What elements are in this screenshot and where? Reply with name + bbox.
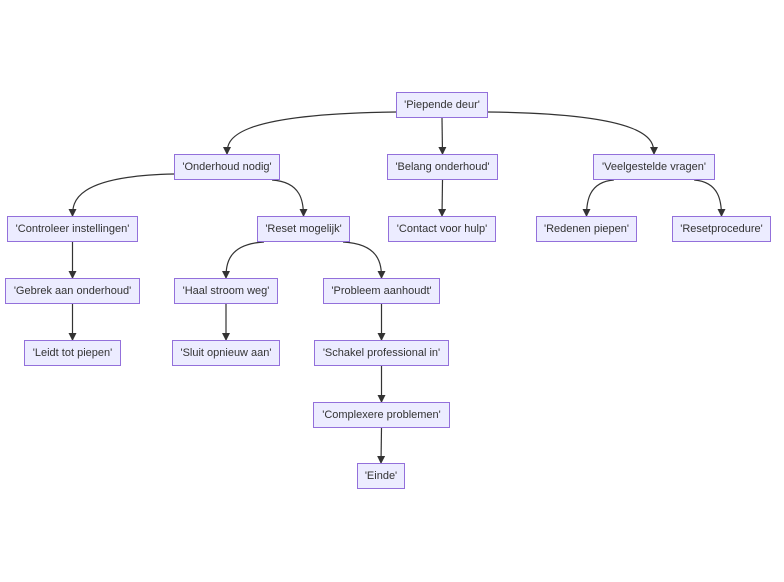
node-schakel-professional-in: 'Schakel professional in' xyxy=(314,340,449,366)
node-redenen-piepen: 'Redenen piepen' xyxy=(536,216,637,242)
node-leidt-tot-piepen: 'Leidt tot piepen' xyxy=(24,340,121,366)
edge-veelgestelde-vragen-to-redenen-piepen xyxy=(582,179,614,217)
node-controleer-instellingen: 'Controleer instellingen' xyxy=(7,216,138,242)
edge-piepende-deur-to-onderhoud-nodig xyxy=(223,111,397,155)
node-gebrek-aan-onderhoud: 'Gebrek aan onderhoud' xyxy=(5,278,140,304)
edge-piepende-deur-to-veelgestelde-vragen xyxy=(487,111,658,155)
edge-onderhoud-nodig-to-reset-mogelijk xyxy=(272,179,308,217)
node-sluit-opnieuw-aan: 'Sluit opnieuw aan' xyxy=(172,340,280,366)
edge-piepende-deur-to-belang-onderhoud xyxy=(438,117,447,155)
node-haal-stroom-weg: 'Haal stroom weg' xyxy=(174,278,278,304)
node-contact-voor-hulp: 'Contact voor hulp' xyxy=(388,216,496,242)
edge-reset-mogelijk-to-probleem-aanhoudt xyxy=(342,241,386,279)
node-probleem-aanhoudt: 'Probleem aanhoudt' xyxy=(323,278,440,304)
node-veelgestelde-vragen: 'Veelgestelde vragen' xyxy=(593,154,715,180)
node-complexere-problemen: 'Complexere problemen' xyxy=(313,402,450,428)
node-onderhoud-nodig: 'Onderhoud nodig' xyxy=(174,154,280,180)
edge-onderhoud-nodig-to-controleer-instellingen xyxy=(68,173,175,217)
node-reset-mogelijk: 'Reset mogelijk' xyxy=(257,216,350,242)
edge-reset-mogelijk-to-haal-stroom-weg xyxy=(222,241,265,279)
node-piepende-deur: 'Piepende deur' xyxy=(396,92,488,118)
edge-belang-onderhoud-to-contact-voor-hulp xyxy=(438,179,447,217)
node-belang-onderhoud: 'Belang onderhoud' xyxy=(387,154,498,180)
node-resetprocedure: 'Resetprocedure' xyxy=(672,216,771,242)
node-einde: 'Einde' xyxy=(357,463,405,489)
edge-complexere-problemen-to-einde xyxy=(377,427,386,464)
edge-veelgestelde-vragen-to-resetprocedure xyxy=(694,179,726,217)
